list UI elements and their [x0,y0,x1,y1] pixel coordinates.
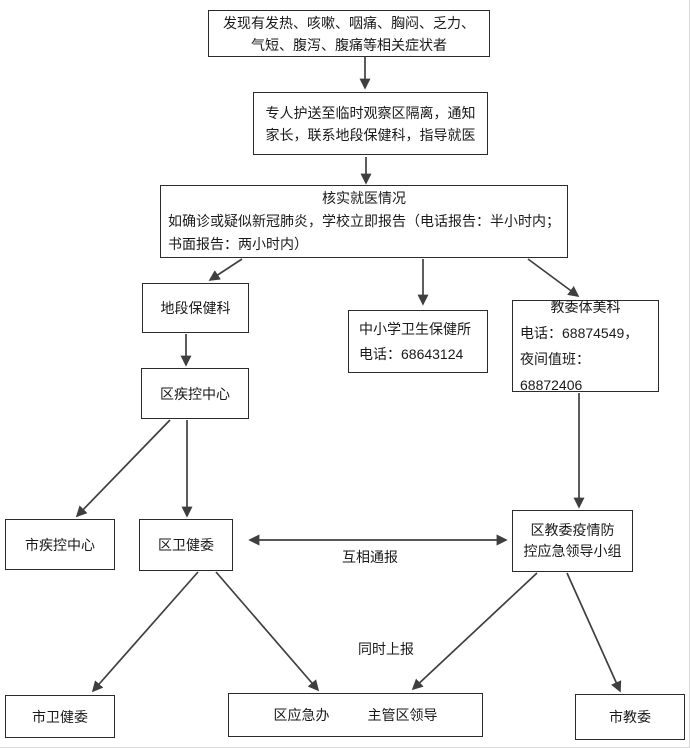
symptoms-line2: 气短、腹泻、腹痛等相关症状者 [251,36,447,53]
node-verify-medical-status: 核实就医情况 如确诊或疑似新冠肺炎，学校立即报告（电话报告：半小时内； 书面报告… [160,185,568,258]
node-district-cdc: 区疾控中心 [141,368,249,419]
node-district-health-section: 地段保健科 [142,283,249,333]
node-city-edu-commission: 市教委 [575,694,685,740]
symptoms-line1: 发现有发热、咳嗽、咽痛、胸闷、乏力、 [223,14,475,31]
arrow-group-to-district-emergency-office [411,572,538,691]
node-district-emergency-office: 区应急办 主管区领导 [228,693,483,737]
edu-epidemic-leading-group-line2: 控应急领导小组 [523,543,622,559]
arrow-verify-to-district-health-section [208,258,243,281]
district-emergency-office-label: 区应急办 [273,707,330,723]
city-cdc-label: 市疾控中心 [25,536,95,553]
arrow-dhc-to-city-health-commission [91,571,199,693]
verify-line2: 如确诊或疑似新冠肺炎，学校立即报告（电话报告：半小时内； [168,213,560,229]
verify-title: 核实就医情况 [322,190,406,206]
escort-line1: 专人护送至临时观察区隔离，通知 [265,104,476,121]
edu-sports-art-dept-name: 教委体美科 [550,299,621,315]
arrow-group-to-city-edu-commission [566,572,622,693]
edu-sports-art-dept-night-phone: 夜间值班：68872406 [520,351,590,393]
school-health-institute-phone: 电话：68643124 [359,345,464,362]
node-city-health-commission: 市卫健委 [5,695,115,738]
district-health-section-label: 地段保健科 [160,300,231,316]
node-district-health-commission: 区卫健委 [139,519,233,571]
city-edu-commission-label: 市教委 [609,709,651,725]
edge-label-simultaneous-report: 同时上报 [358,641,414,657]
arrow-dhc-to-district-emergency-office [215,571,320,692]
edu-epidemic-leading-group-line1: 区教委疫情防 [530,522,615,538]
district-leader-label: 主管区领导 [367,707,438,723]
node-escort-isolation: 专人护送至临时观察区隔离，通知 家长，联系地段保健科，指导就医 [253,92,488,155]
edge-label-mutual-report: 互相通报 [342,549,398,565]
node-edu-epidemic-leading-group: 区教委疫情防 控应急领导小组 [512,510,633,572]
node-edu-sports-art-dept: 教委体美科 电话：68874549， 夜间值班：68872406 [512,299,659,393]
arrow-district-cdc-to-city-cdc [75,419,171,518]
city-health-commission-label: 市卫健委 [32,708,88,725]
district-cdc-label: 区疾控中心 [160,385,230,402]
arrow-verify-to-edu-sports-art-dept [527,258,580,297]
edu-sports-art-dept-phone: 电话：68874549， [520,325,639,341]
school-health-institute-name: 中小学卫生保健所 [359,320,471,337]
district-health-commission-label: 区卫健委 [158,537,214,553]
node-symptoms: 发现有发热、咳嗽、咽痛、胸闷、乏力、 气短、腹泻、腹痛等相关症状者 [208,10,490,57]
node-city-cdc: 市疾控中心 [5,519,115,570]
node-school-health-institute: 中小学卫生保健所 电话：68643124 [348,310,488,373]
escort-line2: 家长，联系地段保健科，指导就医 [265,126,476,143]
verify-line3: 书面报告：两小时内） [168,236,308,252]
